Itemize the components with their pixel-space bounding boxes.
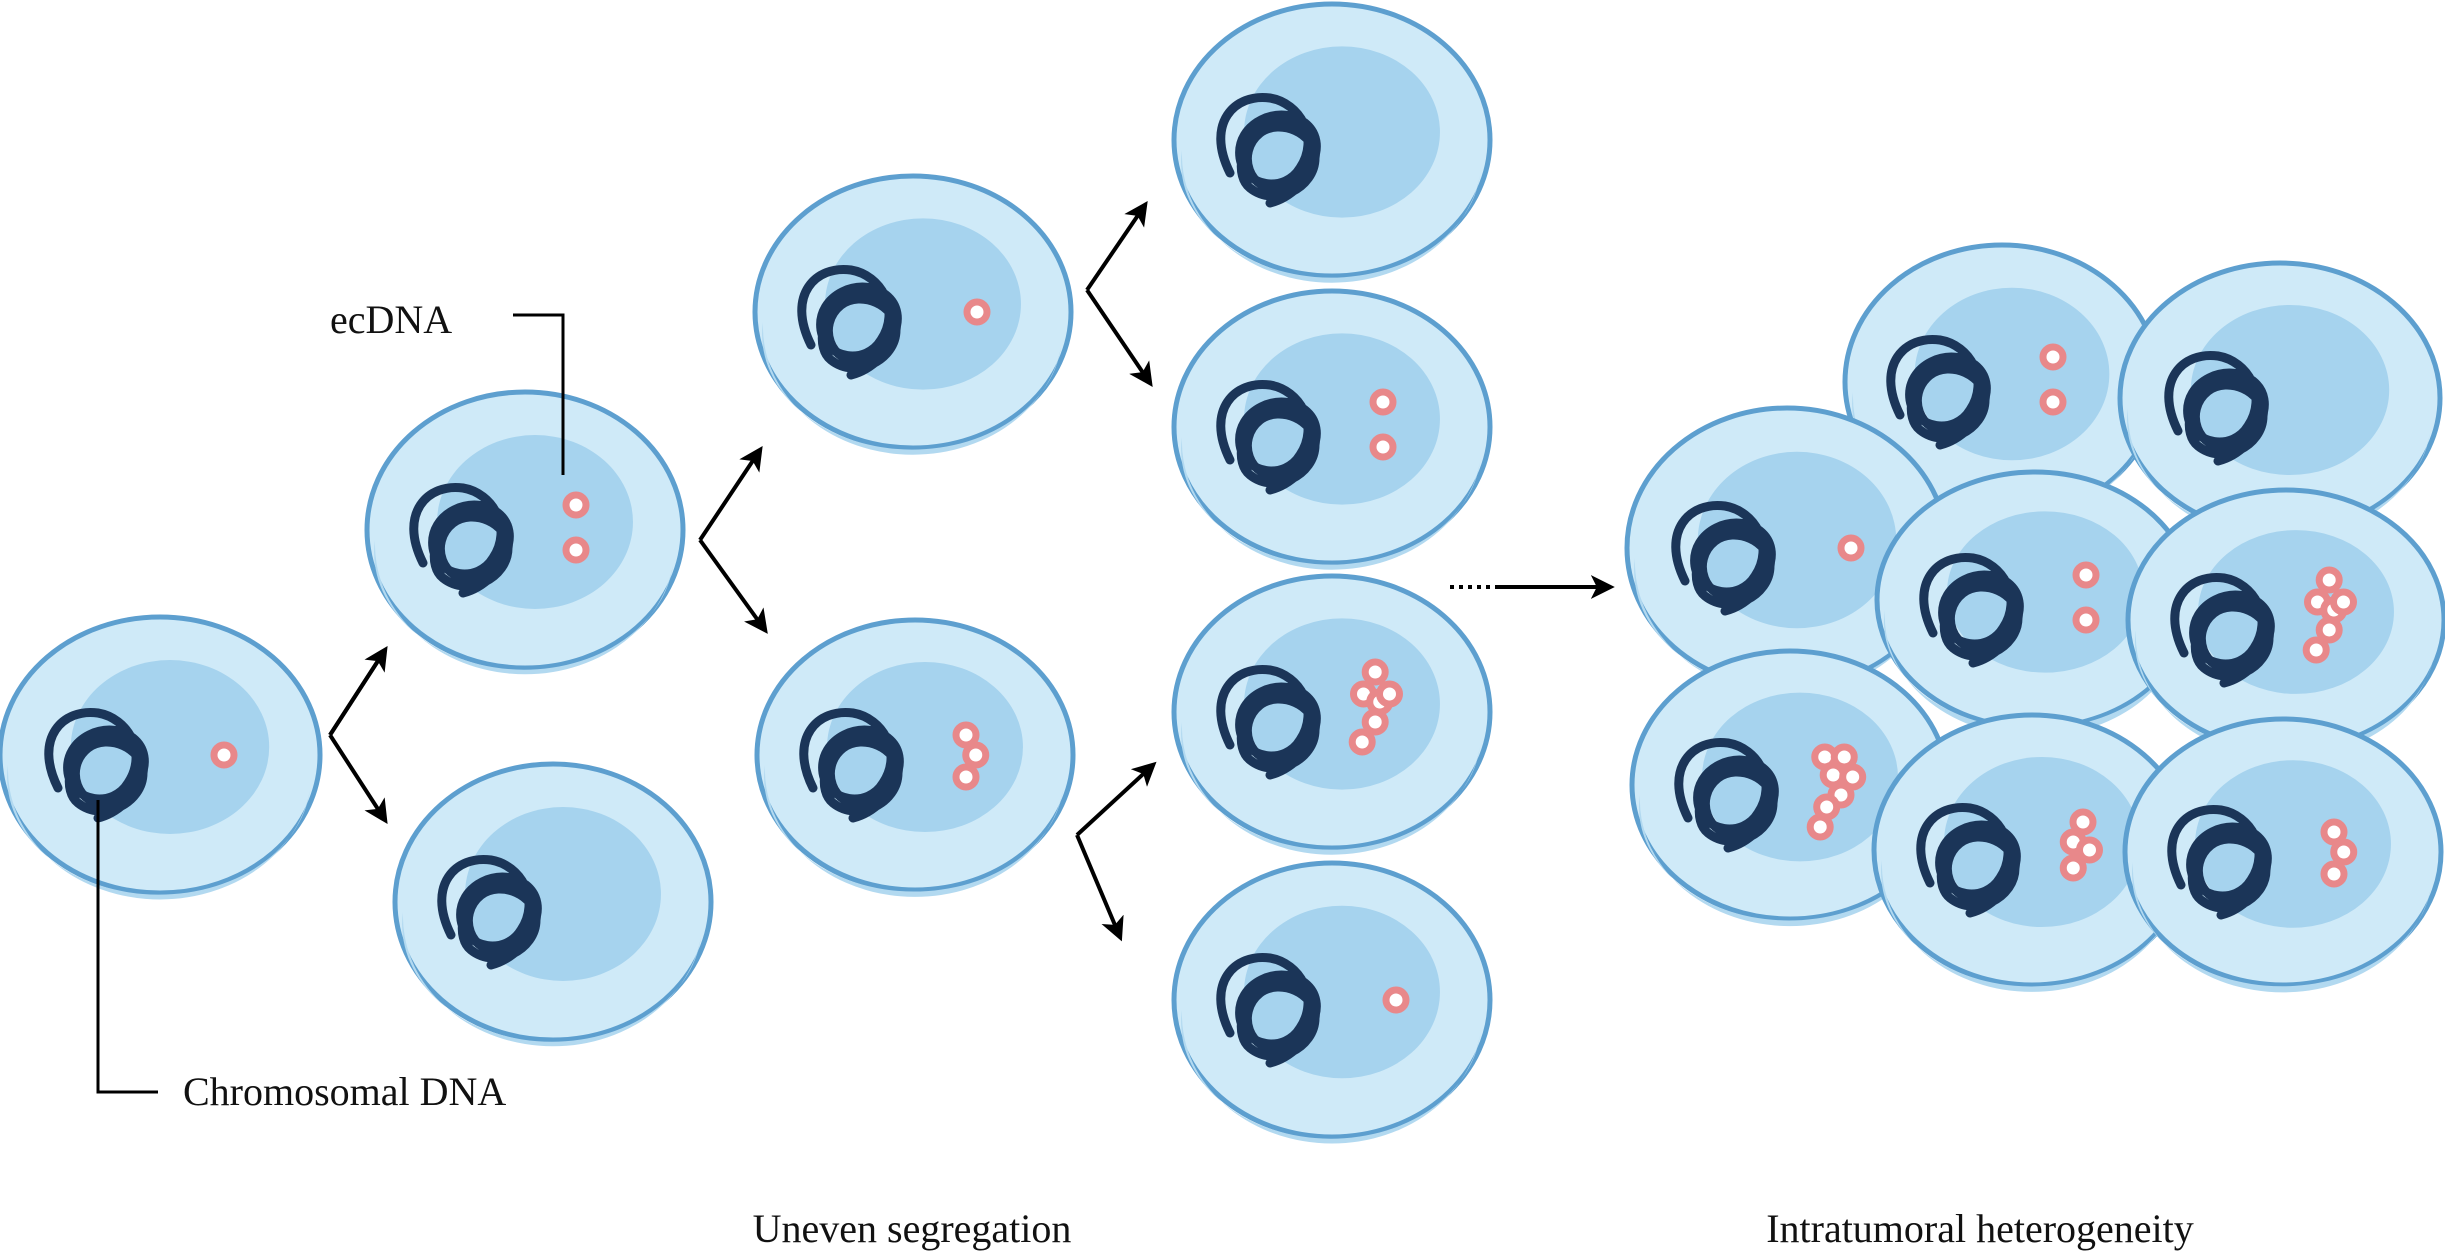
chromosomal-dna-mark (799, 707, 904, 823)
chromosomal-dna-mark (44, 707, 149, 823)
cell-gen3-d (1171, 860, 1493, 1144)
cell-gen3-b (1171, 288, 1493, 570)
ecdna-ring (2302, 636, 2330, 664)
division-arrow-parent (328, 648, 385, 820)
division-arrow-parent-up (328, 645, 388, 737)
ecdna-ring (2059, 854, 2087, 882)
ecdna-ring (1376, 680, 1403, 708)
chromosomal-dna-mark (2164, 350, 2269, 466)
chromosomal-dna-label: Chromosomal DNA (183, 1069, 506, 1114)
cell-gen3-a (1171, 1, 1493, 283)
ecdna-leader-line (513, 313, 565, 475)
chromosomal-dna-mark (1886, 334, 1991, 450)
cell-gen3-c (1171, 573, 1493, 855)
cell-tumor-1 (1842, 242, 2162, 526)
ecdna-ring (1369, 388, 1397, 416)
ecdna-label: ecDNA (330, 297, 452, 342)
ecdna-ring (952, 763, 980, 791)
division-arrow-gen2a-down (1085, 288, 1153, 387)
ecdna-ring (2330, 588, 2357, 616)
leader-lines (96, 313, 565, 1094)
chromosomal-dna-mark (1919, 552, 2024, 668)
cell-tumor-3 (1624, 405, 1950, 695)
ecdna-ring (963, 298, 991, 326)
division-arrow-gen1-down (698, 538, 768, 634)
ecdna-ring (2072, 561, 2100, 589)
ecdna-ring (952, 721, 980, 749)
chromosomal-dna-mark (409, 482, 514, 598)
ecdna-ring (962, 741, 990, 769)
division-arrow-gen2a-up (1085, 201, 1148, 292)
chromosomal-dna-mark (1216, 92, 1321, 208)
ecdna-ring (1361, 708, 1389, 736)
cell-gen1-top (364, 389, 686, 675)
ecdna-ring (562, 491, 590, 519)
ecdna-ring (2076, 836, 2103, 864)
ecdna-ring (2315, 616, 2343, 644)
cell-gen1-bottom (392, 761, 714, 1047)
chromosomal-dna-mark (1216, 379, 1321, 495)
ecdna-ring (1839, 763, 1867, 791)
ecdna-ring (562, 536, 590, 564)
division-arrows (328, 201, 1615, 942)
ecdna-ring (1361, 658, 1389, 686)
cell-tumor-7 (1871, 712, 2193, 992)
cells-layer (0, 1, 2445, 1144)
cell-parent (0, 614, 323, 900)
chromosomal-dna-mark (2167, 804, 2272, 920)
uneven-segregation-label: Uneven segregation (753, 1206, 1072, 1251)
cell-tumor-2 (2117, 260, 2443, 541)
chromosomal-dna-mark (1671, 500, 1776, 616)
cell-tumor-4 (1874, 469, 2196, 737)
ecdna-ring (210, 741, 238, 769)
chromosomal-dna-mark (1216, 664, 1321, 780)
ecdna-ring (1382, 986, 1410, 1014)
chromosomal-dna-mark (2170, 572, 2275, 688)
ecdna-ring (2320, 818, 2348, 846)
chromosomal-dna-mark (1916, 802, 2021, 918)
chromosomal-dna-mark (797, 264, 902, 380)
division-arrow-gen1 (698, 446, 763, 542)
ecdna-ring (1806, 813, 1834, 841)
chromosomal-dna-mark (1216, 952, 1321, 1068)
intratumoral-heterogeneity-label: Intratumoral heterogeneity (1766, 1206, 2194, 1251)
division-arrow-gen2b-down (1075, 834, 1124, 942)
chromosomal-dna-mark (437, 854, 542, 970)
ecdna-ring (2330, 838, 2358, 866)
ecdna-ring (2039, 388, 2067, 416)
division-arrow-gen2b-up (1075, 761, 1157, 837)
chromosomal-dna-mark (1674, 737, 1779, 853)
ecdna-ring (2069, 808, 2097, 836)
cell-tumor-5 (2125, 487, 2445, 759)
ecdna-ring (1837, 534, 1865, 562)
ecdna-ring (1348, 728, 1376, 756)
cell-gen2-b (754, 617, 1076, 897)
cell-tumor-8 (2122, 716, 2444, 993)
chromosomal-dna-leader-line (96, 800, 158, 1094)
ecdna-ring (2039, 343, 2067, 371)
ecdna-ring (2320, 860, 2348, 888)
ecdna-ring (2315, 566, 2343, 594)
ecdna-ring (2072, 606, 2100, 634)
ecdna-ring (1369, 433, 1397, 461)
cell-gen2-a (752, 173, 1074, 455)
